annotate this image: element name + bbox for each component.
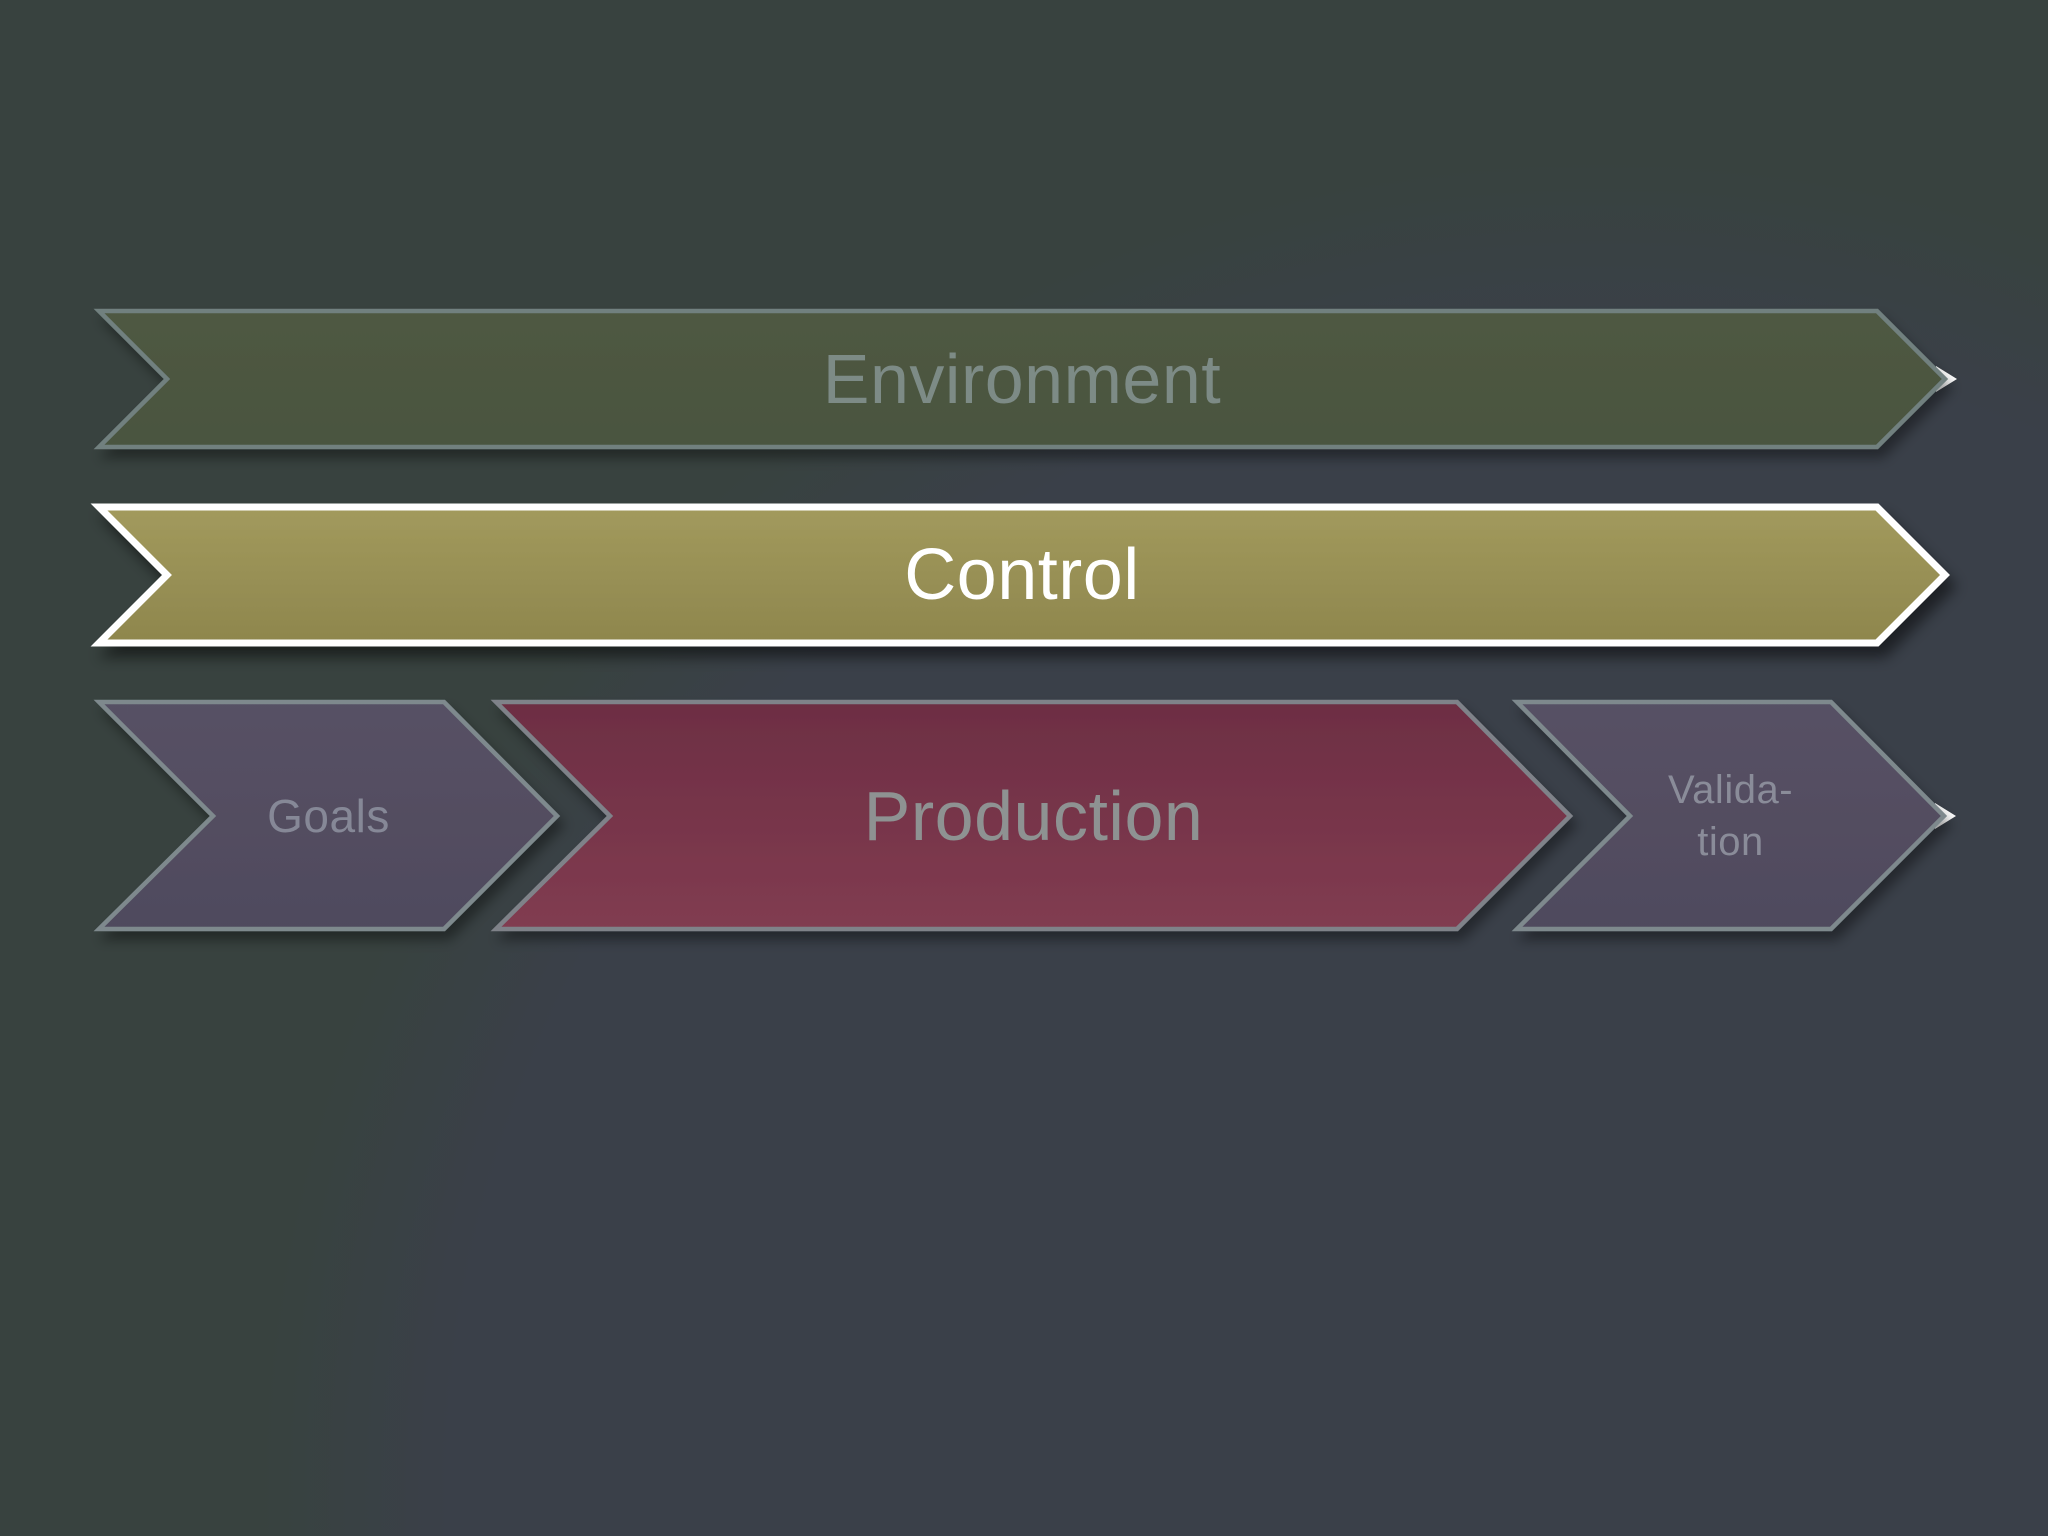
- goals-arrow-shape: [93, 699, 561, 932]
- production-arrow-shape: [490, 699, 1574, 932]
- environment-arrow: [93, 308, 1949, 450]
- environment-arrow-shape: [93, 308, 1949, 450]
- production-arrow: [490, 699, 1574, 932]
- validation-arrow-shape: [1511, 699, 1948, 932]
- control-arrow-shape: [90, 503, 1950, 647]
- goals-arrow: [93, 699, 561, 932]
- validation-arrow: [1511, 699, 1948, 932]
- control-arrow: [90, 503, 1950, 647]
